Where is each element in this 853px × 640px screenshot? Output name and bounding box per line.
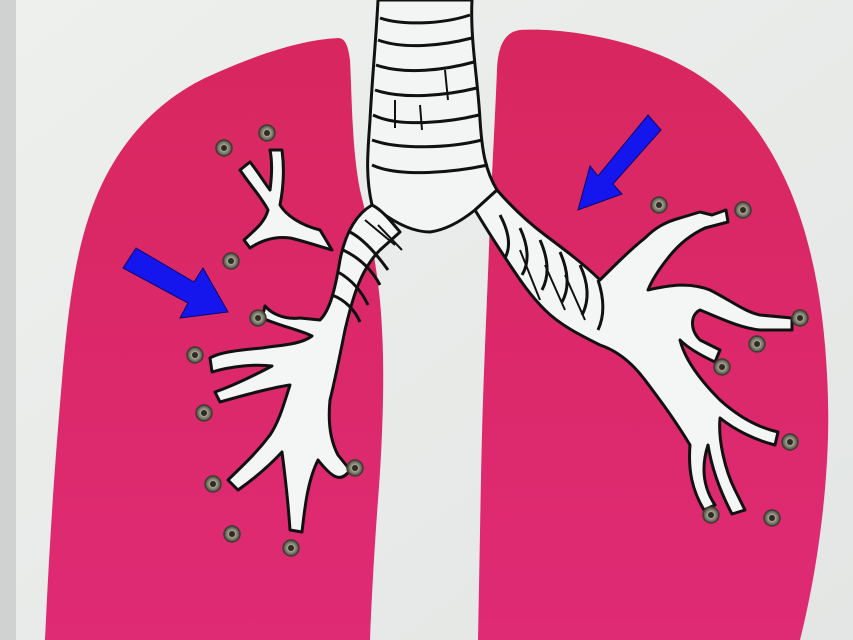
board-edge	[0, 0, 16, 640]
